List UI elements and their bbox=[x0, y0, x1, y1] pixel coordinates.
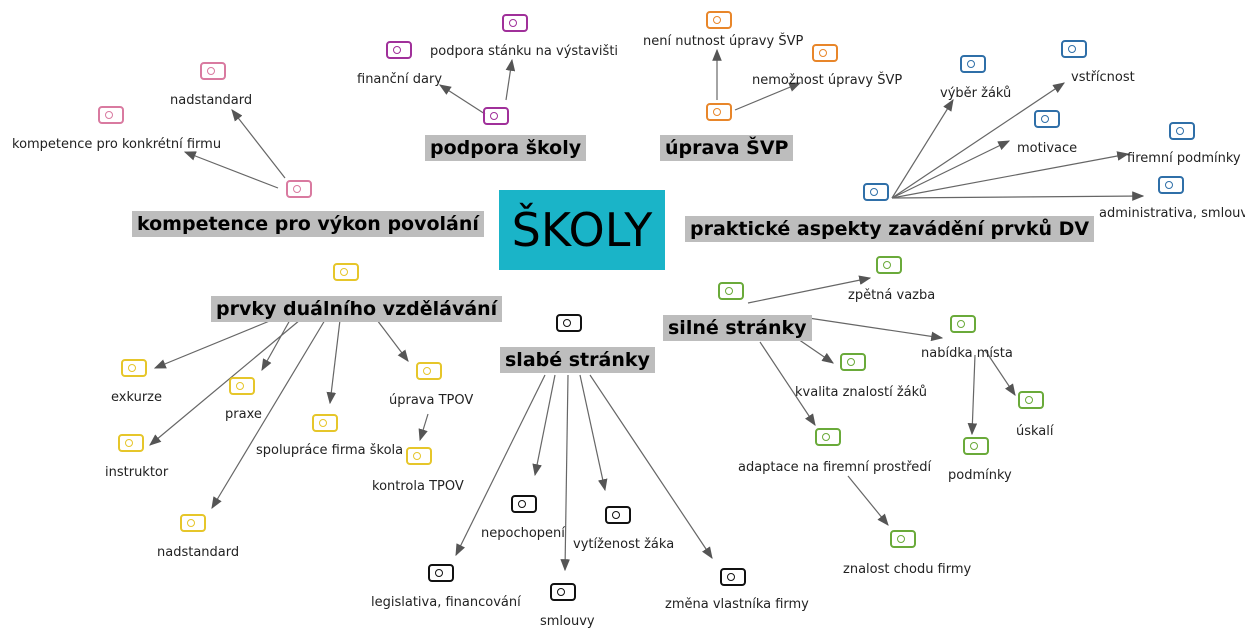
central-topic[interactable]: ŠKOLY bbox=[499, 190, 665, 270]
node-uskali[interactable]: úskalí bbox=[1016, 424, 1054, 439]
note-icon bbox=[876, 256, 902, 274]
node-kontrola-tpov[interactable]: kontrola TPOV bbox=[372, 479, 464, 494]
note-icon bbox=[960, 55, 986, 73]
note-icon bbox=[1061, 40, 1087, 58]
node-administrativa[interactable]: administrativa, smlouva bbox=[1099, 206, 1245, 221]
node-zpetna-vazba[interactable]: zpětná vazba bbox=[848, 288, 936, 303]
note-icon bbox=[812, 44, 838, 62]
node-podpora-stanku[interactable]: podpora stánku na výstavišti bbox=[430, 44, 619, 59]
note-icon bbox=[550, 583, 576, 601]
branch-prvky-dv[interactable]: prvky duálního vzdělávání bbox=[211, 296, 503, 322]
note-icon bbox=[815, 428, 841, 446]
note-icon bbox=[386, 41, 412, 59]
branch-kompetence[interactable]: kompetence pro výkon povolání bbox=[132, 211, 484, 237]
node-instruktor[interactable]: instruktor bbox=[105, 465, 169, 480]
note-icon bbox=[950, 315, 976, 333]
node-podminky[interactable]: podmínky bbox=[948, 468, 1012, 483]
node-neni-nutnost[interactable]: není nutnost úpravy ŠVP bbox=[643, 34, 804, 49]
note-icon bbox=[428, 564, 454, 582]
node-nadstandard[interactable]: nadstandard bbox=[170, 93, 253, 108]
note-icon bbox=[605, 506, 631, 524]
note-icon bbox=[1169, 122, 1195, 140]
branch-prakticke-aspekty[interactable]: praktické aspekty zavádění prvků DV bbox=[685, 216, 1095, 242]
node-financni-dary[interactable]: finanční dary bbox=[357, 72, 443, 87]
note-icon bbox=[556, 314, 582, 332]
note-icon bbox=[1158, 176, 1184, 194]
note-icon bbox=[333, 263, 359, 281]
note-icon bbox=[286, 180, 312, 198]
node-kvalita-znalosti[interactable]: kvalita znalostí žáků bbox=[795, 385, 927, 400]
note-icon bbox=[706, 11, 732, 29]
note-icon bbox=[200, 62, 226, 80]
node-nepochopeni[interactable]: nepochopení bbox=[481, 526, 565, 541]
node-vstricnost[interactable]: vstřícnost bbox=[1071, 70, 1135, 85]
node-spoluprace[interactable]: spolupráce firma škola bbox=[256, 443, 404, 458]
node-nadstandard-2[interactable]: nadstandard bbox=[157, 545, 240, 560]
note-icon bbox=[718, 282, 744, 300]
note-icon bbox=[890, 530, 916, 548]
note-icon bbox=[1034, 110, 1060, 128]
note-icon bbox=[840, 353, 866, 371]
node-vytizenost[interactable]: vytíženost žáka bbox=[573, 537, 675, 552]
node-exkurze[interactable]: exkurze bbox=[111, 390, 162, 405]
note-icon bbox=[1018, 391, 1044, 409]
node-zmena-vlastnika[interactable]: změna vlastníka firmy bbox=[665, 597, 809, 612]
node-praxe[interactable]: praxe bbox=[225, 407, 262, 422]
node-firemni-podminky[interactable]: firemní podmínky bbox=[1127, 151, 1241, 166]
branch-uprava-svp[interactable]: úprava ŠVP bbox=[660, 135, 794, 161]
note-icon bbox=[502, 14, 528, 32]
branch-podpora-skoly[interactable]: podpora školy bbox=[425, 135, 587, 161]
node-znalost-chodu[interactable]: znalost chodu firmy bbox=[843, 562, 972, 577]
note-icon bbox=[863, 183, 889, 201]
note-icon bbox=[963, 437, 989, 455]
note-icon bbox=[416, 362, 442, 380]
node-vyber-zaku[interactable]: výběr žáků bbox=[940, 86, 1012, 101]
node-kompetence-firma[interactable]: kompetence pro konkrétní firmu bbox=[12, 137, 222, 152]
note-icon bbox=[483, 107, 509, 125]
note-icon bbox=[229, 377, 255, 395]
note-icon bbox=[118, 434, 144, 452]
node-legislativa[interactable]: legislativa, financování bbox=[371, 595, 521, 610]
note-icon bbox=[121, 359, 147, 377]
node-nabidka-mista[interactable]: nabídka místa bbox=[921, 346, 1013, 361]
note-icon bbox=[706, 103, 732, 121]
branch-slabe-stranky[interactable]: slabé stránky bbox=[500, 347, 655, 373]
branch-silne-stranky[interactable]: silné stránky bbox=[663, 315, 812, 341]
node-nemoznost[interactable]: nemožnost úpravy ŠVP bbox=[752, 73, 903, 88]
note-icon bbox=[312, 414, 338, 432]
note-icon bbox=[98, 106, 124, 124]
note-icon bbox=[406, 447, 432, 465]
node-adaptace[interactable]: adaptace na firemní prostředí bbox=[738, 460, 932, 475]
note-icon bbox=[720, 568, 746, 586]
node-uprava-tpov[interactable]: úprava TPOV bbox=[389, 393, 474, 408]
node-motivace[interactable]: motivace bbox=[1017, 141, 1078, 156]
note-icon bbox=[511, 495, 537, 513]
node-smlouvy[interactable]: smlouvy bbox=[540, 614, 595, 629]
note-icon bbox=[180, 514, 206, 532]
